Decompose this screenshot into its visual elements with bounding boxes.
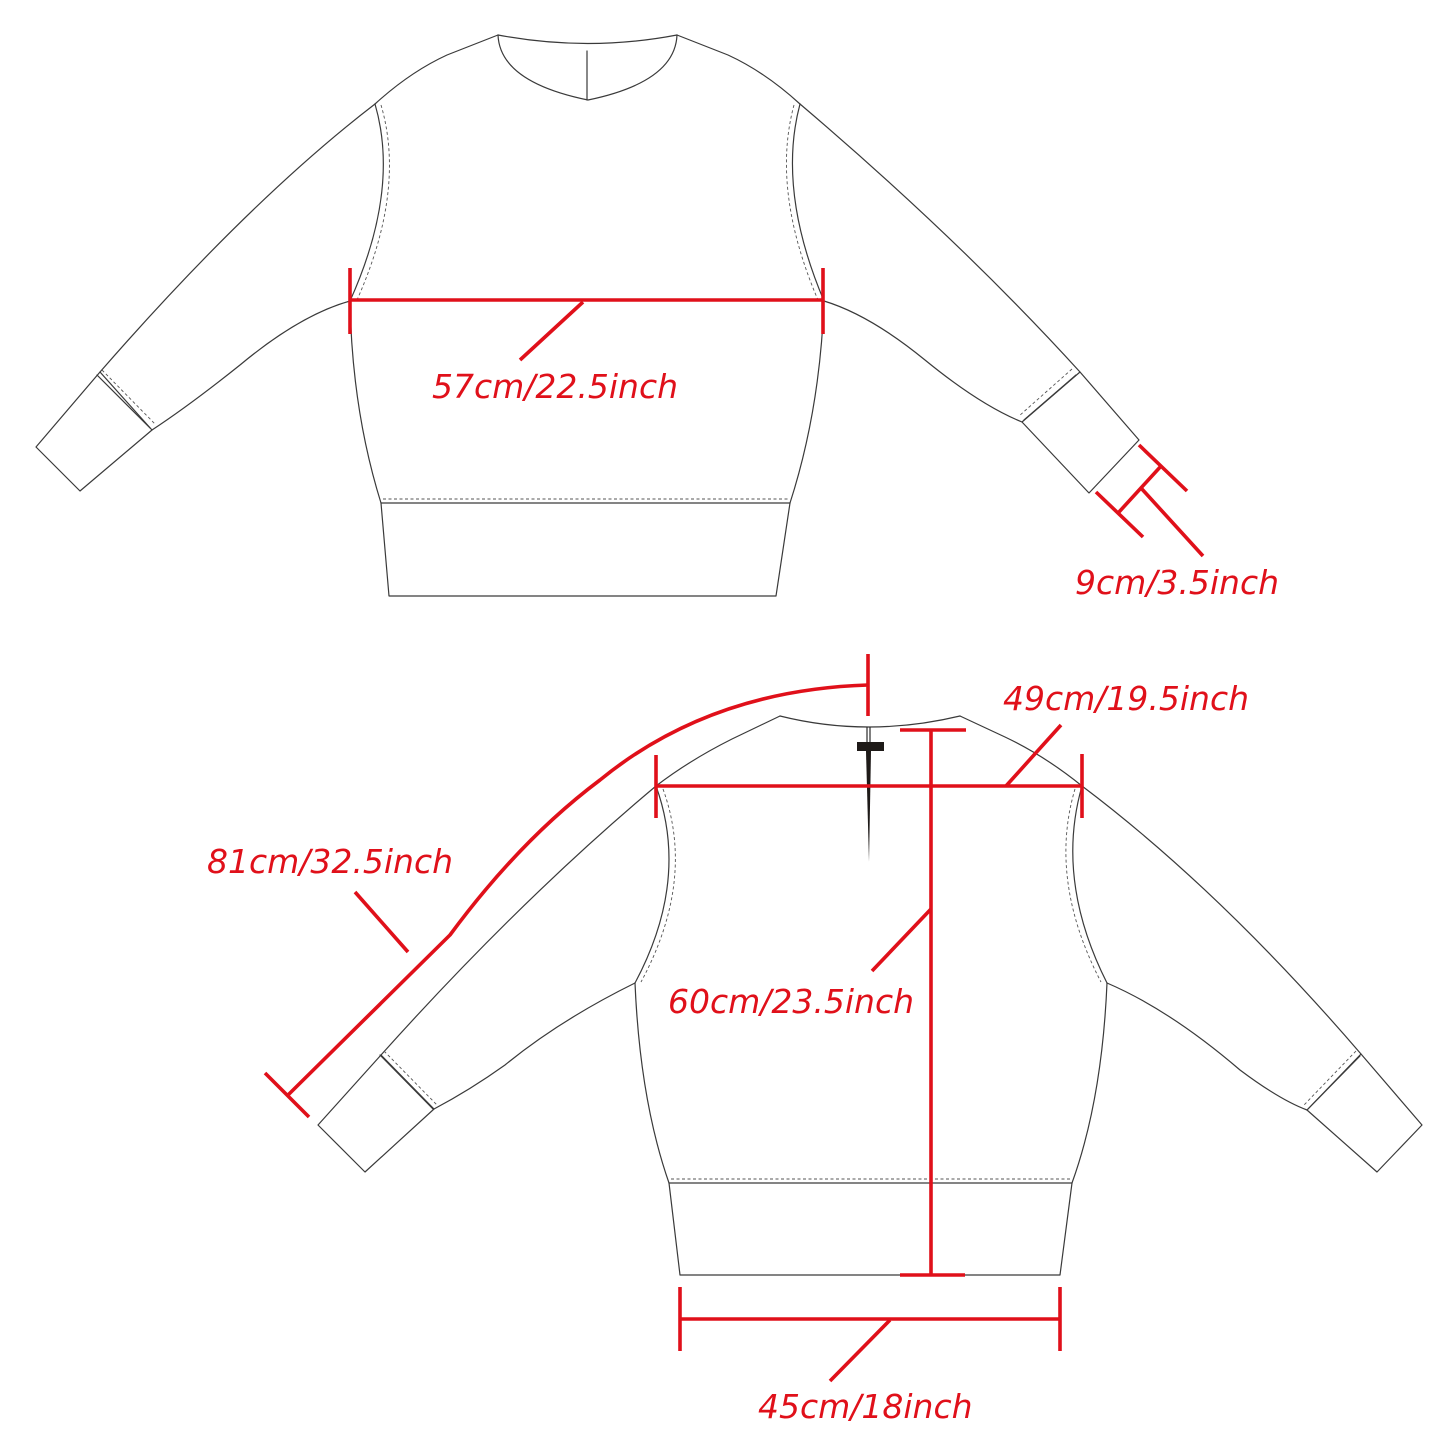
back-left-sleeve-bottom: [433, 982, 636, 1110]
chest-dimension: 57cm/22.5inch: [348, 268, 825, 406]
shoulder-measurement-label: 49cm/19.5inch: [1003, 679, 1249, 718]
zipper-icon: [857, 727, 884, 862]
front-right-cuff-stitch: [1018, 368, 1073, 417]
back-waistband: [668, 1182, 1073, 1276]
back-left-sleeve-top: [380, 785, 657, 1056]
sleeve-dimension-curve: [285, 683, 869, 1098]
front-right-sleeve-bottom: [823, 300, 1023, 423]
shoulder-leader-line: [1004, 723, 1063, 788]
front-body-left-side: [349, 300, 382, 504]
back-right-armhole: [1072, 785, 1108, 984]
back-body-left-side: [634, 982, 670, 1184]
back-shoulder-right: [959, 715, 1083, 787]
hem-leader-line: [828, 1318, 892, 1383]
front-left-cuff-stitch: [101, 369, 156, 425]
front-left-armhole-stitch: [356, 104, 390, 301]
cuff-leader-line: [1139, 486, 1205, 558]
front-right-cuff: [1021, 371, 1140, 494]
cuff-measurement-label: 9cm/3.5inch: [1075, 563, 1279, 602]
sleeve-leader-line: [353, 890, 410, 954]
sleeve-measurement-label: 81cm/32.5inch: [207, 842, 453, 881]
back-right-cuff-stitch: [1303, 1050, 1357, 1106]
back-left-armhole-stitch: [640, 788, 676, 983]
front-left-cuff: [35, 371, 153, 492]
front-shoulder-left: [374, 34, 499, 105]
chest-measurement-label: 57cm/22.5inch: [432, 367, 678, 406]
hem-dimension: 45cm/18inch: [678, 1287, 1062, 1426]
back-shoulder-left: [655, 715, 781, 787]
back-neckline: [779, 715, 961, 728]
length-measurement-label: 60cm/23.5inch: [668, 982, 914, 1021]
back-body-right-side: [1071, 982, 1108, 1184]
back-right-sleeve-bottom: [1106, 982, 1308, 1111]
cuff-dimension: 9cm/3.5inch: [1075, 443, 1279, 602]
front-sweater: [35, 34, 1140, 597]
front-right-armhole-stitch: [785, 104, 819, 301]
chest-leader-line: [518, 300, 585, 362]
front-left-sleeve-top: [99, 103, 376, 373]
back-right-sleeve-top: [1081, 785, 1362, 1055]
back-right-cuff-seam: [1307, 1055, 1361, 1110]
back-left-cuff: [317, 1054, 435, 1173]
front-left-sleeve-bottom: [151, 300, 351, 431]
cuff-dimension-tick-top: [1137, 443, 1189, 493]
sleeve-dimension: 81cm/32.5inch: [207, 654, 870, 1119]
back-left-cuff-seam: [379, 1054, 434, 1110]
front-waistband: [380, 502, 791, 597]
shoulder-dimension: 49cm/19.5inch: [654, 679, 1249, 818]
front-left-armhole: [349, 103, 384, 302]
front-right-cuff-seam: [1023, 374, 1077, 421]
cuff-dimension-tick-bottom: [1094, 490, 1145, 539]
front-right-sleeve-top: [799, 103, 1081, 373]
back-right-cuff: [1306, 1053, 1423, 1173]
front-shoulder-right: [676, 34, 801, 105]
front-body-right-side: [789, 300, 825, 504]
back-left-cuff-stitch: [383, 1050, 438, 1106]
back-left-armhole: [634, 785, 670, 984]
sleeve-dimension-bottom-tick: [263, 1071, 311, 1119]
front-neckline: [497, 34, 678, 45]
front-right-armhole: [791, 103, 825, 302]
back-sweater: [317, 715, 1423, 1276]
hem-measurement-label: 45cm/18inch: [758, 1387, 973, 1426]
length-dimension: 60cm/23.5inch: [668, 728, 966, 1277]
front-left-cuff-seam: [96, 374, 151, 429]
front-collar-inner: [497, 34, 678, 101]
length-leader-line: [870, 907, 933, 973]
back-right-armhole-stitch: [1065, 788, 1102, 983]
